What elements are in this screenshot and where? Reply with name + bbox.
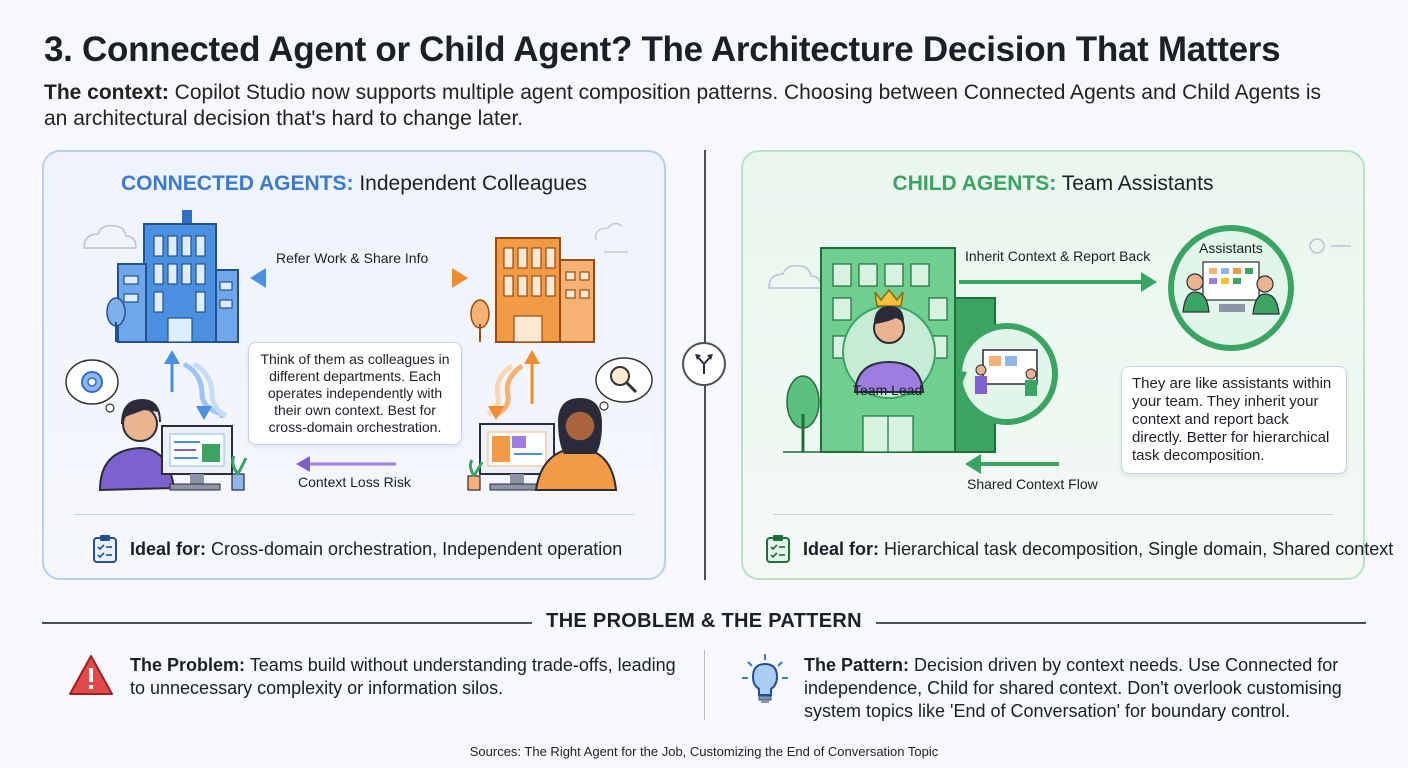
building-icon xyxy=(106,210,239,343)
cloud-icon xyxy=(83,224,137,249)
cloud-icon xyxy=(595,222,628,253)
inherit-context-arrow xyxy=(959,272,1157,292)
context-label: The context: xyxy=(44,81,169,104)
connected-agents-panel: CONNECTED AGENTS: Independent Colleagues xyxy=(42,150,666,580)
refer-work-label: Refer Work & Share Info xyxy=(276,250,429,266)
connected-ideal-label: Ideal for: xyxy=(130,538,207,559)
connected-agents-title-rest: Independent Colleagues xyxy=(353,172,588,195)
computer-icon xyxy=(161,425,233,491)
child-agents-title: CHILD AGENTS: Team Assistants xyxy=(743,172,1363,196)
child-ideal-label: Ideal for: xyxy=(803,538,880,559)
tree-icon xyxy=(783,375,827,453)
shared-context-label: Shared Context Flow xyxy=(967,476,1098,492)
connected-agents-title-highlight: CONNECTED AGENTS: xyxy=(120,172,354,195)
gear-icon xyxy=(65,359,119,413)
connected-ideal-text: Cross-domain orchestration, Independent … xyxy=(206,538,623,559)
section-line-left xyxy=(42,622,532,624)
magnifier-icon xyxy=(595,357,653,411)
sources-footer: Sources: The Right Agent for the Job, Cu… xyxy=(469,744,939,759)
child-agents-panel: CHILD AGENTS: Team Assistants xyxy=(741,150,1393,580)
child-agents-title-rest: Team Assistants xyxy=(1056,172,1214,195)
connected-agents-title: CONNECTED AGENTS: Independent Colleagues xyxy=(44,172,664,196)
whiteboard-icon xyxy=(955,323,1058,425)
assistants-label: Assistants xyxy=(1199,240,1263,256)
shared-context-arrow xyxy=(965,454,1059,474)
context-loss-label: Context Loss Risk xyxy=(298,474,411,490)
problem-label: The Problem: xyxy=(130,655,246,675)
child-agents-title-highlight: CHILD AGENTS: xyxy=(892,172,1057,195)
plant-icon xyxy=(231,455,248,491)
split-arrow-icon xyxy=(682,342,726,386)
warning-icon xyxy=(68,654,114,696)
child-agents-callout: They are like assistants within your tea… xyxy=(1121,366,1347,474)
team-lead-avatar xyxy=(842,288,936,399)
right-vertical-arrows xyxy=(486,350,540,420)
context-text: Copilot Studio now supports multiple age… xyxy=(44,81,1322,130)
left-vertical-arrows xyxy=(164,350,228,420)
child-ideal-for: Ideal for: Hierarchical task decompositi… xyxy=(765,534,1393,564)
connected-agents-callout: Think of them as colleagues in different… xyxy=(248,342,462,445)
section-title: THE PROBLEM & THE PATTERN xyxy=(546,610,862,632)
child-ideal-text: Hierarchical task decomposition, Single … xyxy=(879,538,1394,559)
problem-text: Teams build without understanding trade-… xyxy=(130,655,676,698)
child-agents-illustration xyxy=(768,225,1351,474)
connected-agents-illustration xyxy=(65,210,653,492)
pattern-block: The Pattern: Decision driven by context … xyxy=(804,654,1374,723)
plant-icon xyxy=(467,459,484,491)
person-icon xyxy=(98,398,176,492)
checklist-icon xyxy=(92,534,118,564)
pattern-label: The Pattern: xyxy=(804,655,910,675)
computer-icon xyxy=(479,423,555,491)
section-line-right xyxy=(876,622,1366,624)
lightbulb-icon xyxy=(740,652,790,706)
building-icon xyxy=(470,237,595,343)
checklist-icon xyxy=(765,534,791,564)
ideal-separator xyxy=(74,514,634,515)
problem-block: The Problem: Teams build without underst… xyxy=(130,654,690,700)
crown-icon xyxy=(874,288,904,307)
pattern-text: Decision driven by context needs. Use Co… xyxy=(804,655,1342,721)
inherit-context-label: Inherit Context & Report Back xyxy=(965,248,1151,264)
assistants-group xyxy=(1168,225,1294,351)
person-icon xyxy=(534,398,618,491)
connected-ideal-for: Ideal for: Cross-domain orchestration, I… xyxy=(92,534,622,564)
team-lead-label: Team Lead xyxy=(853,382,923,398)
bottom-divider xyxy=(704,650,705,720)
context-paragraph: The context: Copilot Studio now supports… xyxy=(44,80,1344,132)
ideal-separator xyxy=(773,514,1333,515)
page-title: 3. Connected Agent or Child Agent? The A… xyxy=(44,30,1281,69)
refer-work-arrow xyxy=(250,268,468,288)
context-loss-arrow xyxy=(296,456,396,472)
cloud-icon xyxy=(768,264,822,289)
